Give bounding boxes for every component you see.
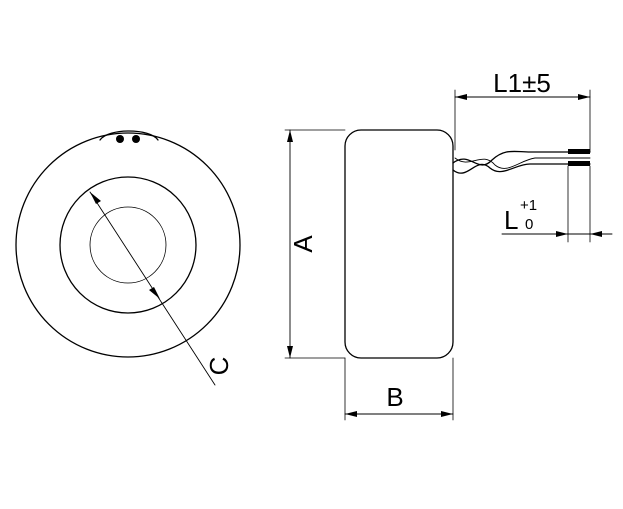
lead-wire-3 — [454, 157, 591, 169]
arrow-c-1 — [90, 192, 101, 204]
front-view: C — [15, 130, 241, 386]
bore — [89, 206, 167, 284]
arrow-l1-right — [578, 94, 590, 100]
arrow-a-bottom — [287, 346, 293, 358]
label-l-zero: 0 — [525, 216, 533, 233]
arrow-a-top — [287, 130, 293, 142]
label-c: C — [204, 357, 234, 376]
arrow-b-left — [345, 411, 357, 417]
arrow-l-right — [590, 231, 602, 237]
wire-hole-right — [132, 135, 140, 143]
lead-end-2 — [568, 161, 590, 166]
arrow-l-left — [556, 231, 568, 237]
label-a: A — [288, 235, 318, 253]
label-l-plus: +1 — [520, 197, 537, 214]
core-body — [344, 129, 454, 359]
label-l1: L1±5 — [493, 68, 551, 98]
arrow-c-2 — [149, 287, 160, 299]
wire-hole-left — [116, 135, 124, 143]
arrow-l1-left — [455, 94, 467, 100]
wire-exit-bump — [99, 130, 159, 141]
inner-ring — [59, 176, 197, 314]
label-l: L — [504, 205, 518, 235]
lead-end-1 — [568, 149, 590, 154]
lead-wire-2 — [452, 163, 591, 174]
lead-wire-1 — [452, 150, 591, 166]
label-b: B — [386, 382, 403, 412]
arrow-b-right — [441, 411, 453, 417]
side-view: A B L1±5 L +1 0 — [284, 68, 613, 421]
outer-ring — [15, 132, 241, 358]
